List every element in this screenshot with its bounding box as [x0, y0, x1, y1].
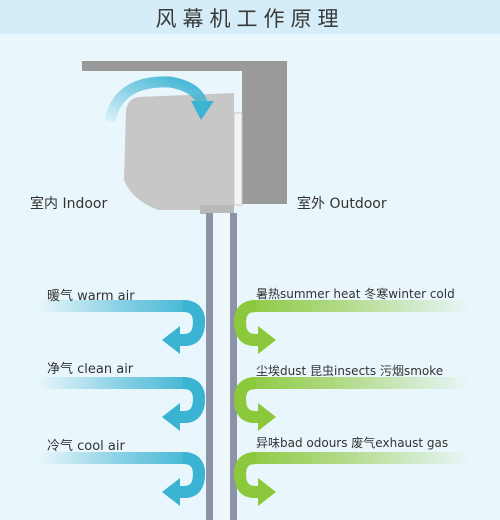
indoor-arrow	[38, 377, 206, 431]
circulation-arrow	[104, 76, 214, 123]
outdoor-label: 室外 Outdoor	[297, 196, 387, 212]
outdoor-arrow	[233, 377, 470, 431]
indoor-item-clean-air: 净气 clean air	[47, 362, 134, 377]
air-curtain-unit	[124, 93, 243, 214]
wall	[82, 61, 287, 204]
indoor-item-cool-air: 冷气 cool air	[47, 439, 125, 454]
outdoor-arrow	[233, 452, 470, 506]
outdoor-item-heat-cold: 暑热summer heat 冬寒winter cold	[256, 287, 455, 301]
indoor-arrow	[38, 452, 206, 506]
outdoor-arrow	[233, 300, 470, 354]
title-bar	[0, 0, 500, 34]
indoor-arrow	[38, 300, 206, 354]
indoor-item-warm-air: 暖气 warm air	[47, 289, 135, 304]
outdoor-arrows	[233, 300, 470, 506]
air-curtain-stream	[206, 213, 237, 520]
outdoor-item-odours-gas: 异味bad odours 废气exhaust gas	[256, 436, 449, 450]
outdoor-item-dust-insects-smoke: 尘埃dust 昆虫insects 污烟smoke	[256, 364, 444, 378]
page-title: 风幕机工作原理	[155, 7, 345, 31]
indoor-label: 室内 Indoor	[30, 196, 108, 212]
indoor-arrows	[38, 300, 206, 506]
